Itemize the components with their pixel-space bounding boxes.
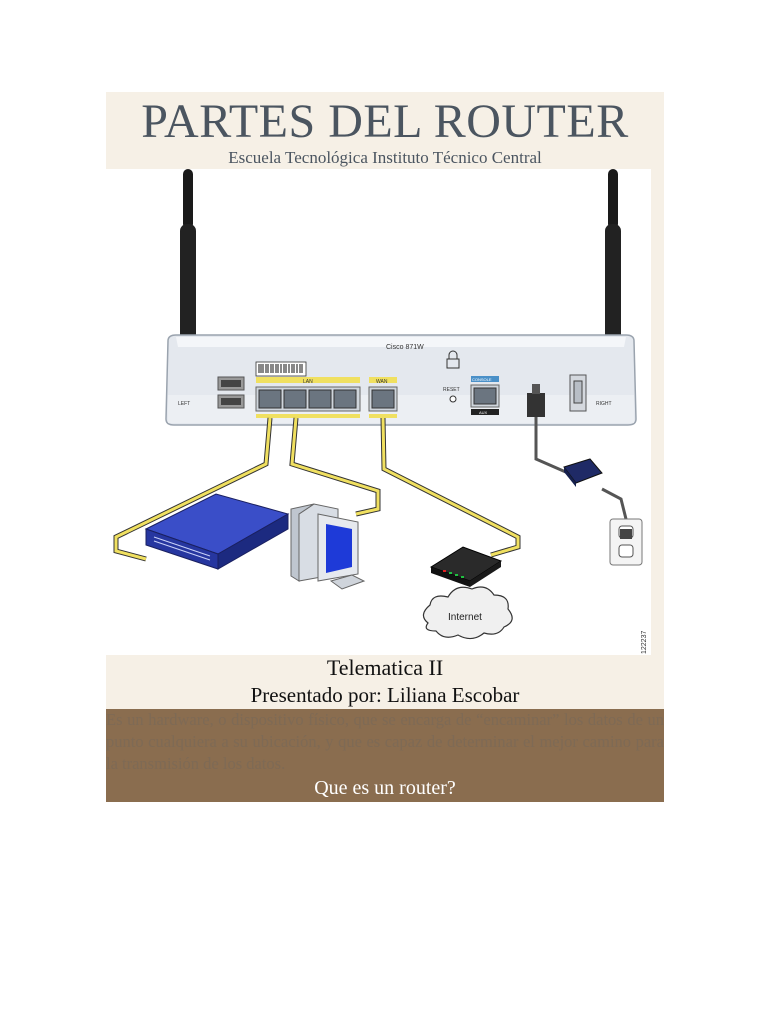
console-port xyxy=(470,376,500,415)
lan-ports xyxy=(255,377,361,418)
router-diagram: Cisco 871W xyxy=(106,169,651,655)
usb-ports xyxy=(217,376,245,409)
lock-icon xyxy=(446,350,460,369)
left-antenna-label: LEFT xyxy=(178,401,190,407)
right-antenna-label: RIGHT xyxy=(596,401,612,407)
wan-label: WAN xyxy=(376,379,388,385)
page-title: PARTES DEL ROUTER xyxy=(141,95,629,148)
internet-cloud-icon xyxy=(422,586,513,640)
console-label: CONSOLE xyxy=(472,377,492,382)
router-definition: Es un hardware, o dispositivo físico, qu… xyxy=(106,710,664,773)
internet-label: Internet xyxy=(448,612,482,623)
lan-label: LAN xyxy=(303,379,313,385)
ethernet-cables xyxy=(113,417,521,562)
power-connector xyxy=(527,384,545,417)
aux-label: AUX xyxy=(479,410,488,415)
reset-label: RESET xyxy=(443,387,460,393)
power-switch xyxy=(569,374,587,412)
school-name: Escuela Tecnológica Instituto Técnico Ce… xyxy=(228,148,542,167)
course-name: Telematica II xyxy=(326,655,444,680)
router-illustration: Cisco 871W xyxy=(113,169,648,654)
computer-icon xyxy=(290,503,366,590)
question-heading: Que es un router? xyxy=(314,777,456,799)
cover-page: PARTES DEL ROUTER Escuela Tecnológica In… xyxy=(106,92,664,802)
wan-port xyxy=(368,377,398,418)
figure-id: 122237 xyxy=(641,631,648,654)
power-adapter xyxy=(534,417,628,520)
network-switch-icon xyxy=(144,493,290,570)
wall-outlet-icon xyxy=(609,518,643,566)
barcode-sticker xyxy=(255,361,307,377)
presenter-name: Presentado por: Liliana Escobar xyxy=(250,683,520,707)
reset-button xyxy=(449,395,457,403)
definition-band: Es un hardware, o dispositivo físico, qu… xyxy=(106,709,664,802)
model-label: Cisco 871W xyxy=(386,344,424,351)
